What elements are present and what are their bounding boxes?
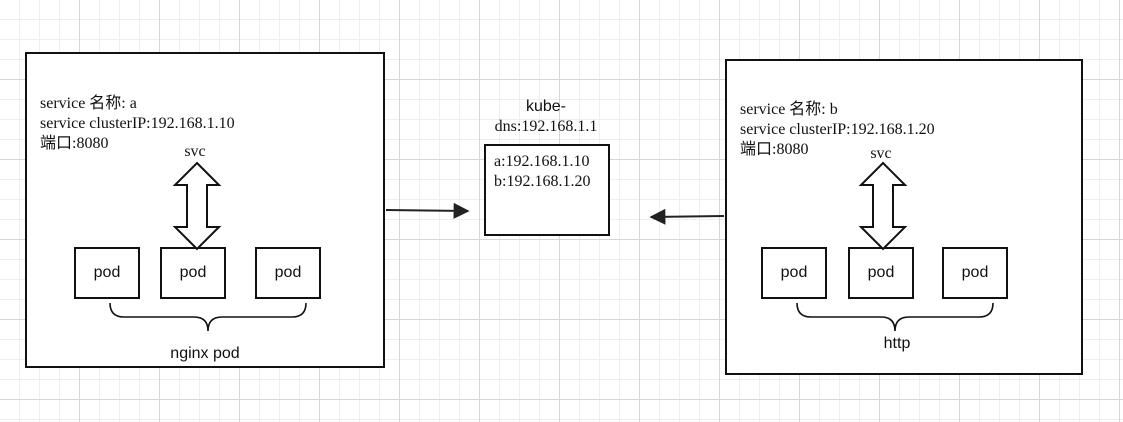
right-service-clusterip: service clusterIP:192.168.1.20	[740, 121, 935, 138]
left-pod-2: pod	[160, 247, 226, 299]
left-svc-double-arrow-icon	[172, 161, 222, 251]
left-service-clusterip: service clusterIP:192.168.1.10	[40, 115, 235, 132]
dns-title-line1: kube-	[525, 98, 567, 115]
left-service-name: service 名称: a	[40, 95, 137, 112]
right-pod-2: pod	[848, 247, 914, 299]
left-pod-3: pod	[255, 247, 321, 299]
right-service-port: 端口:8080	[740, 141, 809, 158]
right-group-label: http	[883, 335, 911, 352]
right-service-name: service 名称: b	[740, 101, 838, 118]
left-pods-brace	[109, 302, 307, 332]
right-svc-double-arrow-icon	[858, 161, 908, 251]
right-to-dns-arrow	[649, 208, 725, 225]
right-service-box	[725, 59, 1083, 375]
dns-title-line2: dns:192.168.1.1	[494, 118, 598, 135]
left-to-dns-arrow	[385, 202, 470, 219]
right-pods-brace	[796, 302, 994, 332]
right-pod-1: pod	[761, 247, 827, 299]
dns-record-b: b:192.168.1.20	[494, 173, 591, 190]
left-pod-1: pod	[74, 247, 140, 299]
left-service-port: 端口:8080	[40, 135, 109, 152]
left-service-info: service 名称: a service clusterIP:192.168.…	[40, 94, 235, 154]
right-svc-label: svc	[870, 145, 892, 162]
dns-records: a:192.168.1.10 b:192.168.1.20	[494, 152, 590, 192]
left-svc-label: svc	[184, 143, 206, 160]
right-service-info: service 名称: b service clusterIP:192.168.…	[740, 100, 935, 160]
dns-record-a: a:192.168.1.10	[494, 153, 590, 170]
dns-records-box	[484, 144, 610, 236]
left-group-label: nginx pod	[170, 345, 240, 362]
right-pod-3: pod	[942, 247, 1008, 299]
